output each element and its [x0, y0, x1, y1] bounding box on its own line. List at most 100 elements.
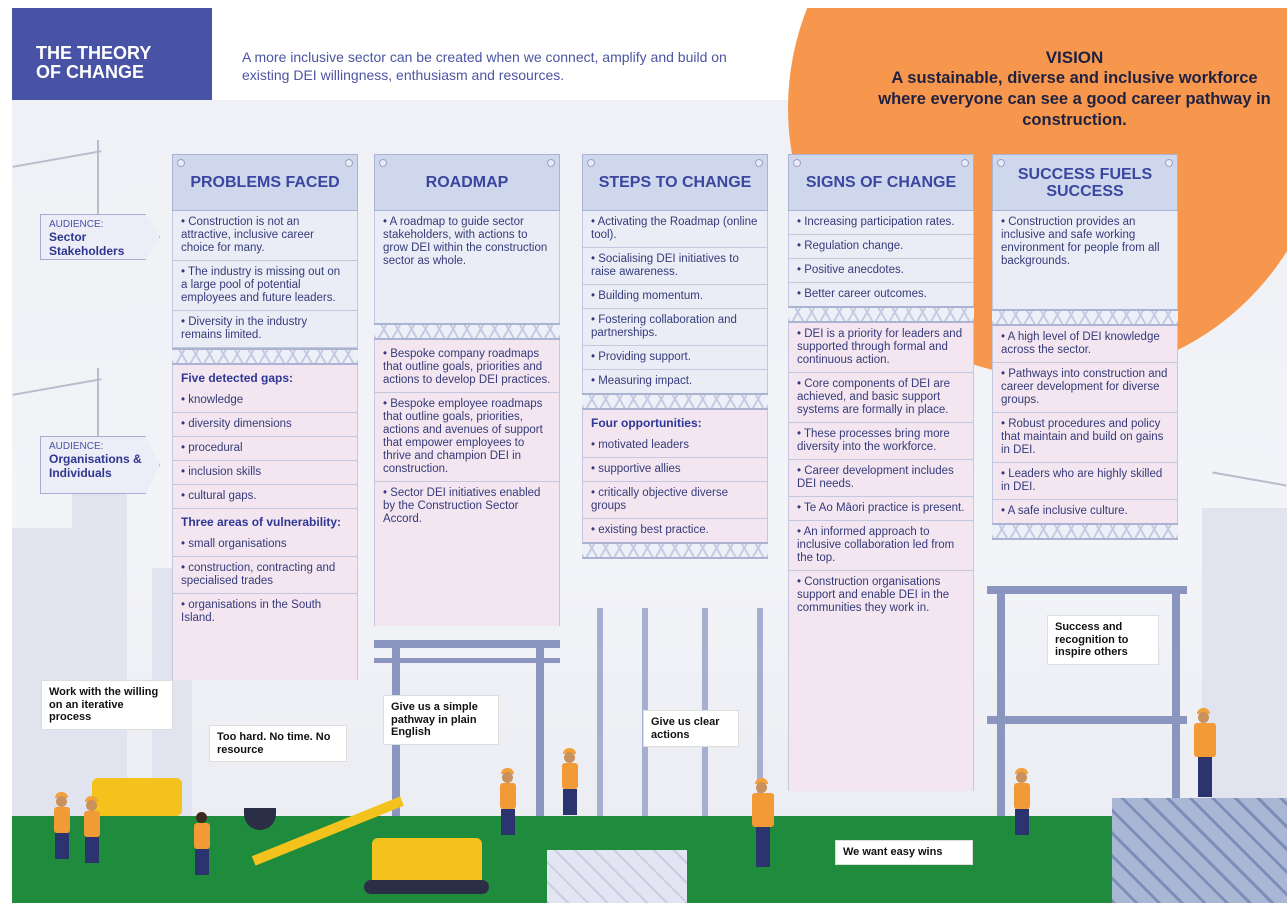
concrete-block — [547, 850, 687, 903]
org-block: • DEI is a priority for leaders and supp… — [788, 323, 974, 791]
list-item: • These processes bring more diversity i… — [789, 423, 973, 460]
list-item: • A safe inclusive culture. — [1001, 505, 1128, 517]
theory-of-change-infographic: THE THEORY OF CHANGE A more inclusive se… — [12, 8, 1287, 903]
list-item: • Positive anecdotes. — [789, 259, 973, 283]
worker-figure — [752, 778, 774, 873]
title-box: THE THEORY OF CHANGE — [12, 8, 212, 100]
intro-text: A more inclusive sector can be created w… — [242, 49, 727, 83]
list-item: • cultural gaps. — [173, 485, 357, 509]
cross-brace — [992, 309, 1178, 326]
excavator-body — [372, 838, 482, 886]
subheading: Three areas of vulnerability: — [181, 515, 342, 529]
speech-bubble: Too hard. No time. No resource — [210, 726, 346, 761]
crane-mast — [97, 140, 99, 230]
list-item: • Activating the Roadmap (online tool). — [583, 211, 767, 248]
speech-bubble: Give us a simple pathway in plain Englis… — [384, 696, 498, 744]
bolt-icon — [755, 159, 763, 167]
list-item: • supportive allies — [583, 458, 767, 482]
crane-arm — [12, 150, 102, 168]
cross-brace — [788, 306, 974, 323]
list-item: • procedural — [173, 437, 357, 461]
worker-figure — [82, 796, 102, 866]
list-item: • Bespoke company roadmaps that outline … — [375, 340, 559, 393]
loader-vehicle — [92, 778, 182, 816]
bolt-icon — [379, 159, 387, 167]
scaffold-beam — [987, 716, 1187, 724]
list-item: • Construction organisations support and… — [797, 576, 950, 614]
org-block: • A high level of DEI knowledge across t… — [992, 326, 1178, 523]
column-steps-to-change: STEPS TO CHANGE • Activating the Roadmap… — [582, 154, 768, 559]
city-building — [72, 468, 127, 818]
list-item: • Measuring impact. — [591, 375, 693, 387]
column-heading: ROADMAP — [374, 154, 560, 211]
list-item: • Building momentum. — [583, 285, 767, 309]
column-success-fuels-success: SUCCESS FUELS SUCCESS • Construction pro… — [992, 154, 1178, 540]
org-block: Four opportunities: • motivated leaders … — [582, 410, 768, 542]
bolt-icon — [961, 159, 969, 167]
worker-figure — [1012, 768, 1032, 838]
title-line2: OF CHANGE — [36, 62, 144, 82]
list-item: • Robust procedures and policy that main… — [993, 413, 1177, 463]
scaffold-post — [997, 594, 1005, 818]
list-item: • Providing support. — [583, 346, 767, 370]
list-item: • A roadmap to guide sector stakeholders… — [383, 216, 548, 267]
cross-brace — [172, 348, 358, 365]
column-heading: STEPS TO CHANGE — [582, 154, 768, 211]
bolt-icon — [997, 159, 1005, 167]
worker-figure — [498, 768, 518, 838]
city-building — [12, 528, 72, 818]
bolt-icon — [345, 159, 353, 167]
cross-brace — [582, 393, 768, 410]
list-item: • Construction is not an attractive, inc… — [173, 211, 357, 261]
list-item: • Sector DEI initiatives enabled by the … — [383, 487, 541, 525]
list-item: • organisations in the South Island. — [181, 599, 322, 624]
list-item: • existing best practice. — [591, 524, 709, 536]
column-title: STEPS TO CHANGE — [598, 174, 752, 191]
list-item: • Socialising DEI initiatives to raise a… — [583, 248, 767, 285]
list-item: • Construction provides an inclusive and… — [1001, 216, 1160, 267]
list-item: • DEI is a priority for leaders and supp… — [789, 323, 973, 373]
audience-name: Sector Stakeholders — [49, 230, 125, 258]
speech-bubble: Work with the willing on an iterative pr… — [42, 681, 172, 729]
crane-mast — [97, 368, 99, 438]
subheading: Five detected gaps: — [181, 371, 294, 385]
list-item: • construction, contracting and speciali… — [173, 557, 357, 594]
crane-arm — [1212, 471, 1287, 487]
vision-text: A sustainable, diverse and inclusive wor… — [878, 69, 1271, 129]
speech-bubble: Give us clear actions — [644, 711, 738, 746]
column-roadmap: ROADMAP • A roadmap to guide sector stak… — [374, 154, 560, 626]
column-heading: SIGNS OF CHANGE — [788, 154, 974, 211]
sector-block: • Activating the Roadmap (online tool). … — [582, 211, 768, 393]
list-item: • inclusion skills — [173, 461, 357, 485]
column-pillar — [597, 608, 603, 818]
bolt-icon — [587, 159, 595, 167]
cross-brace — [374, 323, 560, 340]
list-item: • Regulation change. — [789, 235, 973, 259]
list-item: • The industry is missing out on a large… — [173, 261, 357, 311]
list-item: • diversity dimensions — [173, 413, 357, 437]
list-item: • Diversity in the industry remains limi… — [173, 311, 357, 348]
audience-sector-stakeholders: AUDIENCE: Sector Stakeholders — [40, 214, 160, 260]
audience-label: AUDIENCE: — [49, 219, 104, 230]
list-item: • Te Ao Māori practice is present. — [789, 497, 973, 521]
sector-block: • Construction is not an attractive, inc… — [172, 211, 358, 348]
bolt-icon — [547, 159, 555, 167]
list-item: • Leaders who are highly skilled in DEI. — [993, 463, 1177, 500]
bolt-icon — [177, 159, 185, 167]
list-item: • A high level of DEI knowledge across t… — [993, 326, 1177, 363]
list-item: • An informed approach to inclusive coll… — [789, 521, 973, 571]
column-signs-of-change: SIGNS OF CHANGE • Increasing participati… — [788, 154, 974, 791]
city-building — [1202, 508, 1287, 818]
crane-arm — [12, 378, 102, 396]
column-title: SIGNS OF CHANGE — [805, 174, 957, 191]
list-item: • small organisations — [173, 533, 357, 557]
scaffold-beam — [987, 586, 1187, 594]
sector-block: • Increasing participation rates. • Regu… — [788, 211, 974, 306]
sector-block: • Construction provides an inclusive and… — [992, 211, 1178, 309]
list-item: • Bespoke employee roadmaps that outline… — [375, 393, 559, 482]
list-item: • knowledge — [173, 389, 357, 413]
title-line1: THE THEORY — [36, 43, 152, 63]
column-title: SUCCESS FUELS SUCCESS — [1017, 165, 1153, 200]
audience-name: Organisations & Individuals — [49, 452, 142, 480]
list-item: • Career development includes DEI needs. — [789, 460, 973, 497]
